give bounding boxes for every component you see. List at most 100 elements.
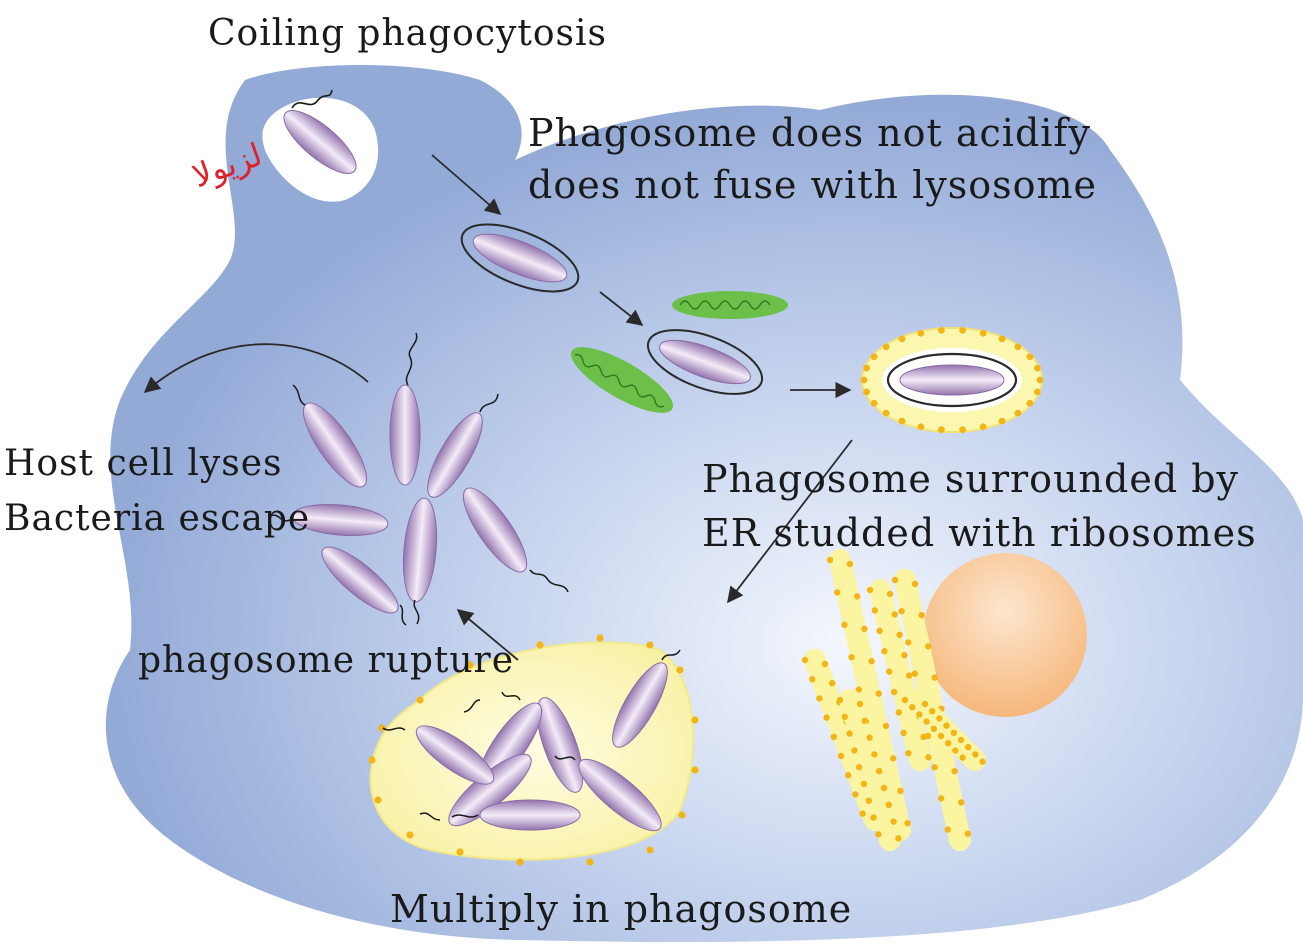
ribosome-dot — [937, 732, 945, 740]
ribosome-dot — [586, 858, 594, 866]
mitochondrion-upper — [672, 291, 788, 319]
ribosome-dot — [871, 607, 878, 614]
ribosome-dot — [938, 795, 945, 802]
ribosome-dot — [929, 708, 936, 715]
ribosome-dot — [909, 704, 916, 711]
multiplying-bacteria — [382, 649, 681, 832]
ribosome-dot — [870, 399, 878, 407]
bacterium-body — [389, 384, 421, 486]
bacterium-flagellum — [382, 727, 406, 731]
arrow-lysis — [143, 343, 369, 394]
ribosome-dot — [374, 796, 382, 804]
label-multiply: Multiply in phagosome — [390, 887, 852, 931]
ribosome-dot — [881, 648, 888, 655]
ribosome-dot — [1034, 364, 1041, 372]
ribosome-dot — [866, 734, 873, 741]
ribosome-dot — [898, 608, 905, 615]
ribosome-dot — [917, 329, 925, 337]
ribosome-dot — [848, 654, 855, 661]
ribosome-dot — [691, 716, 699, 724]
ribosome-dot — [901, 696, 909, 704]
ribosome-dot — [868, 658, 875, 665]
label-er-2: ER studded with ribosomes — [702, 511, 1257, 555]
ribosome-dot — [875, 831, 882, 838]
ribosome-dot — [931, 674, 938, 681]
ribosome-dot — [801, 656, 809, 664]
bacterium-body — [578, 758, 662, 832]
ribosome-dot — [830, 733, 837, 740]
ribosome-dot — [972, 751, 979, 758]
ribosome-dot — [886, 590, 894, 598]
ribosome-dot — [924, 732, 932, 740]
bacterium — [321, 546, 407, 626]
bacterium-flagellum — [529, 569, 569, 593]
er-strand — [839, 689, 901, 851]
ribosome-dot — [466, 661, 474, 669]
ribosome-dot — [854, 593, 861, 600]
bacterium-body — [321, 546, 399, 614]
ribosome-dot — [852, 791, 859, 798]
ribosome-dot — [1034, 388, 1041, 396]
ribosome-dot — [456, 848, 464, 856]
ribosome-dot — [959, 326, 967, 334]
ribosome-dot — [901, 652, 908, 659]
ribosome-dot — [809, 676, 816, 683]
ribosome-dot — [855, 686, 862, 693]
bacterium-flagellum — [419, 812, 441, 821]
label-host-lyses-1: Host cell lyses — [4, 443, 283, 484]
bacterium-flagellum — [463, 699, 481, 713]
ribosome-dot — [898, 417, 906, 425]
coiling-bacterium — [283, 89, 357, 174]
bacterium-body — [415, 725, 495, 785]
er-strand — [829, 549, 911, 841]
ribosome-dot — [368, 756, 376, 764]
ribosome-dot — [406, 831, 414, 839]
ribosome-dot — [860, 376, 868, 384]
ribosome-dot — [875, 690, 882, 697]
ribosome-dot — [936, 715, 943, 722]
er-ribosomes — [860, 326, 1044, 434]
arrow-coil-to-phagosome — [431, 154, 502, 216]
ribosome-dot — [964, 830, 971, 837]
ribosome-dot — [845, 772, 852, 779]
bacterium — [462, 487, 569, 593]
ribosome-dot — [950, 729, 957, 736]
ribosome-dot — [917, 423, 925, 431]
ribosome-dot — [378, 724, 386, 732]
label-no-acidify-1: Phagosome does not acidify — [528, 111, 1091, 155]
ribosome-dot — [882, 722, 890, 730]
ribosome-dot — [841, 713, 848, 720]
bacterium-flagellum — [554, 755, 576, 761]
ribosome-dot — [890, 688, 898, 696]
ribosome-dot — [596, 634, 604, 642]
mitochondrion-lower — [570, 347, 674, 413]
label-coiling-phagocytosis: Coiling phagocytosis — [208, 13, 607, 54]
ribosome-dot — [860, 780, 868, 788]
ribosome-dot — [678, 811, 686, 819]
label-phagosome-rupture: phagosome rupture — [138, 640, 514, 681]
ribosome-dot — [911, 670, 918, 677]
bacterium — [269, 503, 389, 537]
escaping-bacteria — [269, 332, 569, 626]
er-strand — [804, 649, 886, 831]
ribosome-dot — [691, 766, 699, 774]
ribosome-dot — [965, 744, 972, 751]
ribosome-dot — [676, 666, 684, 674]
ribosome-dot — [846, 560, 854, 568]
bacterium-flagellum — [413, 599, 420, 625]
bacterium — [554, 755, 662, 832]
ribosome-dot — [834, 589, 841, 596]
ribosome-dot — [826, 556, 834, 564]
bacterium-flagellum — [399, 604, 407, 626]
ribosome-dot — [1026, 399, 1034, 407]
bacterium — [382, 725, 495, 785]
ribosome-dot — [998, 335, 1006, 343]
ribosome-dot — [863, 388, 870, 396]
ribosome-dot — [918, 612, 925, 619]
ribosome-dot — [841, 621, 848, 628]
bacterium-body — [479, 799, 581, 831]
bacterium-flagellum — [451, 814, 479, 818]
bacterium — [451, 799, 581, 831]
phagosome-2 — [646, 329, 764, 395]
